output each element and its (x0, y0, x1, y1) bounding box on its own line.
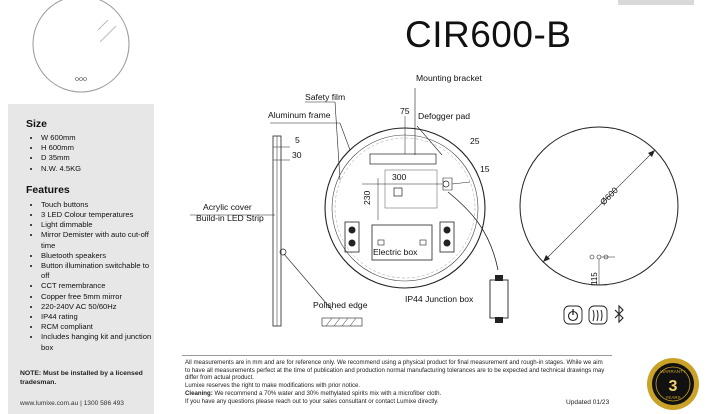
top-tab-bar (618, 0, 694, 5)
dim-115: 115 (590, 272, 599, 285)
updated-date: Updated 01/23 (566, 399, 610, 406)
feature-item: Includes hanging kit and junction box (41, 332, 152, 352)
label-acrylic-cover: Acrylic cover (203, 202, 252, 212)
size-item: N.W. 4.5KG (41, 164, 152, 174)
size-item: H 600mm (41, 143, 152, 153)
electric-box (371, 224, 433, 261)
speaker-right (439, 221, 455, 253)
label-electric-box: Electric box (373, 247, 418, 257)
speaker-left (344, 221, 360, 253)
dim-300: 300 (392, 172, 407, 182)
defogger-icon (588, 305, 608, 325)
feature-item: Copper free 5mm mirror (41, 292, 152, 302)
feature-item: RCM compliant (41, 322, 152, 332)
dim-30: 30 (292, 150, 302, 160)
disclaimer-block: All measurements are in mm and are for r… (185, 359, 605, 405)
label-aluminum-frame: Aluminum frame (268, 110, 331, 120)
feature-item: Light dimmable (41, 220, 152, 230)
bluetooth-icon (614, 304, 624, 324)
install-note: NOTE: Must be installed by a licensed tr… (20, 370, 143, 386)
dim-75: 75 (400, 106, 410, 116)
size-item: W 600mm (41, 133, 152, 143)
technical-drawing (190, 88, 509, 327)
warranty-badge: WARRANTY 3 YEARS (647, 358, 699, 410)
footer-divider (182, 355, 612, 356)
ip44-junction-box (489, 279, 509, 319)
features-list: Touch buttons 3 LED Colour temperatures … (26, 200, 152, 353)
power-icon (563, 305, 583, 325)
label-build-in-led: Build-in LED Strip (196, 213, 264, 223)
defogger-pad (369, 153, 437, 165)
product-thumbnail (32, 0, 130, 93)
cleaning-text: We recommend a 70% water and 30% methyla… (212, 389, 442, 397)
front-view-drawing (519, 126, 679, 325)
cleaning-label: Cleaning: (185, 389, 213, 397)
dim-15: 15 (480, 164, 490, 174)
spec-panel: Size W 600mm H 600mm D 35mm N.W. 4.5KG F… (8, 104, 154, 414)
label-mounting-bracket: Mounting bracket (416, 73, 482, 83)
size-item: D 35mm (41, 153, 152, 163)
feature-item: Mirror Demister with auto cut-off time (41, 230, 152, 250)
feature-item: Button illumination switchable to off (41, 261, 152, 281)
cleaning-line: Cleaning: We recommend a 70% water and 3… (185, 390, 605, 398)
disclaimer-rights: Lumixe reserves the right to make modifi… (185, 382, 361, 390)
warranty-top-text: WARRANTY (660, 369, 686, 374)
dim-5: 5 (295, 135, 300, 145)
features-heading: Features (26, 183, 70, 196)
label-safety-film: Safety film (305, 92, 346, 102)
dim-230: 230 (362, 190, 372, 205)
feature-item: Bluetooth speakers (41, 251, 152, 261)
label-ip44-junction-box: IP44 Junction box (405, 294, 474, 304)
feature-item: CCT remembrance (41, 281, 152, 291)
warranty-bottom-text: YEARS (665, 395, 680, 400)
feature-item: Touch buttons (41, 200, 152, 210)
feature-item: IP44 rating (41, 312, 152, 322)
size-list: W 600mm H 600mm D 35mm N.W. 4.5KG (26, 133, 152, 174)
feature-item: 220-240V AC 50/60Hz (41, 302, 152, 312)
feature-item: 3 LED Colour temperatures (41, 210, 152, 220)
page-title: CIR600-B (405, 14, 572, 55)
warranty-number: 3 (669, 378, 678, 395)
dim-25: 25 (470, 136, 480, 146)
label-defogger-pad: Defogger pad (418, 111, 471, 121)
size-heading: Size (26, 118, 48, 130)
contact-info: www.lumixe.com.au | 1300 586 493 (20, 400, 124, 407)
label-polished-edge: Polished edge (313, 300, 368, 310)
polished-edge-hatch (321, 317, 363, 327)
disclaimer-text: All measurements are in mm and are for r… (185, 359, 605, 382)
contact-line: If you have any questions please reach o… (185, 397, 439, 405)
